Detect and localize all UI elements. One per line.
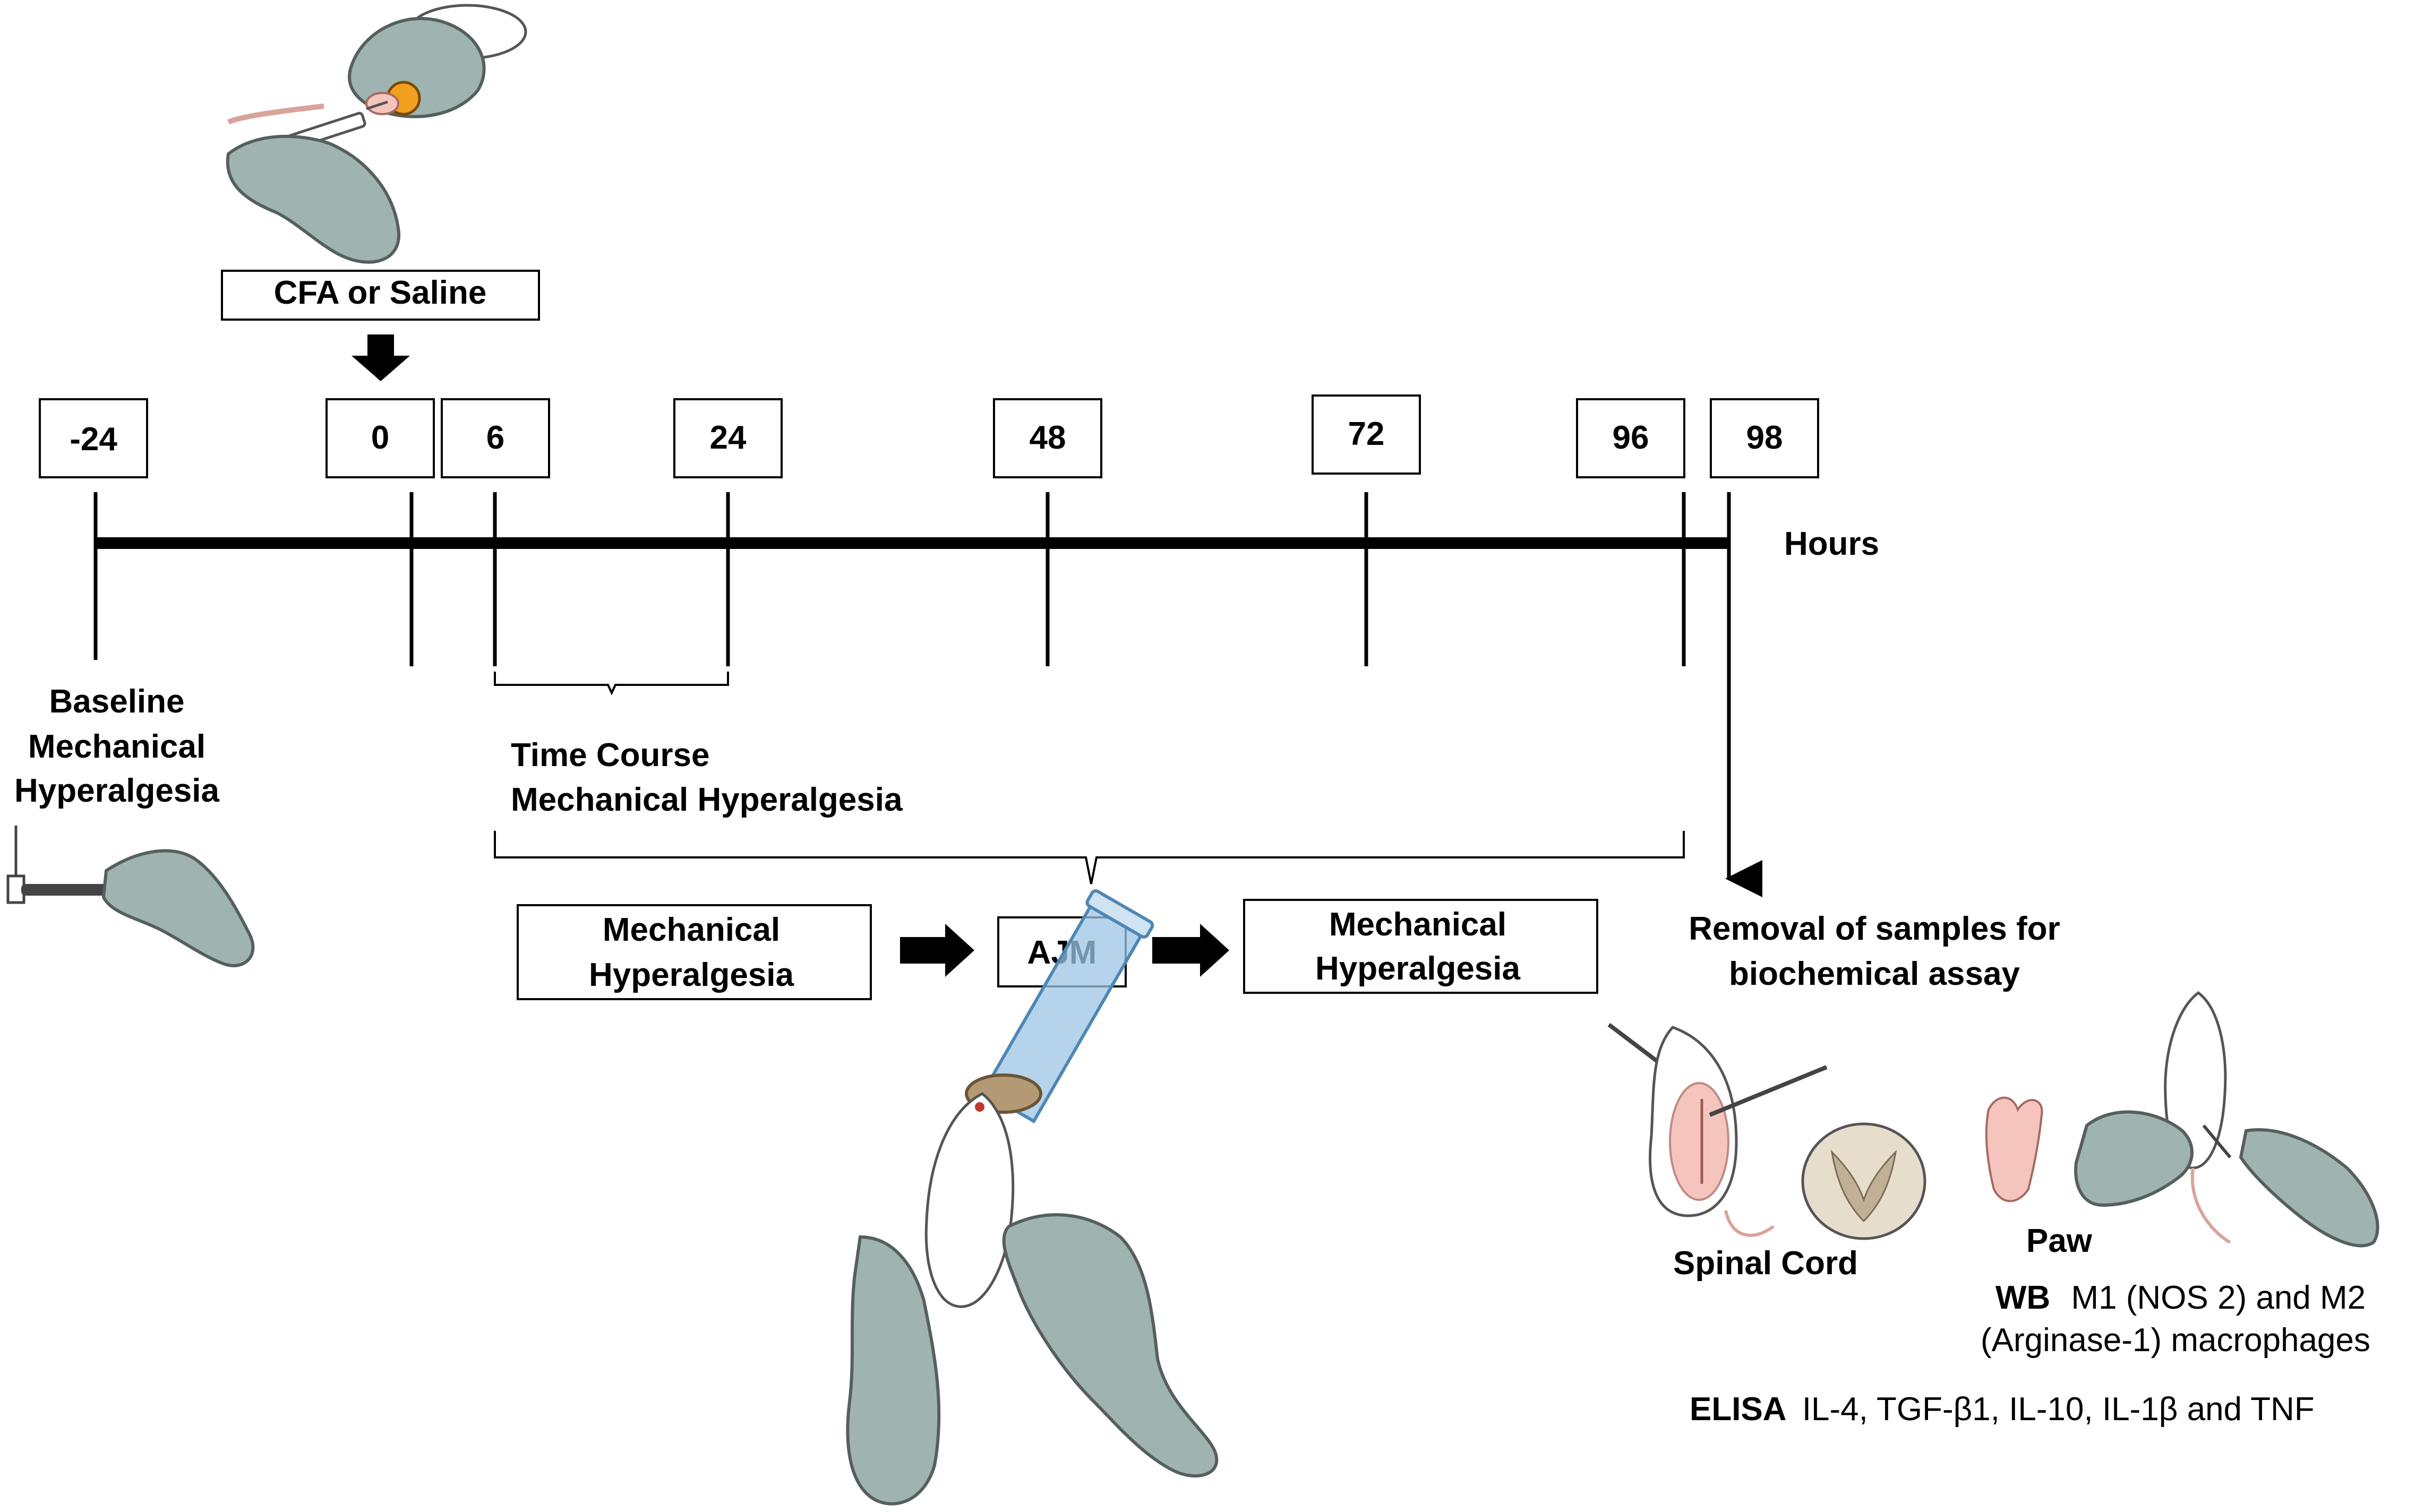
wb-label: WB bbox=[1995, 1279, 2050, 1316]
time-course-line2: Mechanical Hyperalgesia bbox=[511, 781, 903, 818]
procedure-after-line2: Hyperalgesia bbox=[1315, 950, 1521, 987]
axis-unit-label: Hours bbox=[1784, 526, 1879, 562]
timeline-axis bbox=[93, 492, 1762, 897]
procedure-row: Mechanical Hyperalgesia AJM Mechanical H… bbox=[517, 899, 1598, 1000]
baseline-line1: Baseline bbox=[49, 683, 184, 720]
time-course-line1: Time Course bbox=[511, 737, 709, 774]
assays-block: WB M1 (NOS 2) and M2 (Arginase-1) macrop… bbox=[1690, 1279, 2370, 1428]
svg-text:ELISA IL-4, TGF-β1, IL-1: ELISA IL-4, TGF-β1, IL-10, IL-1β and TNF bbox=[1690, 1391, 2315, 1428]
timepoint-label: 98 bbox=[1746, 419, 1783, 456]
injection-illustration bbox=[226, 4, 527, 264]
procedure-after-line1: Mechanical bbox=[1329, 906, 1506, 943]
arrow-right-2 bbox=[1152, 924, 1229, 977]
timepoint-label: 0 bbox=[371, 419, 389, 456]
procedure-before-line1: Mechanical bbox=[603, 912, 780, 948]
von-frey-illustration bbox=[6, 826, 255, 967]
elisa-text: IL-4, TGF-β1, IL-10, IL-1β and TNF bbox=[1802, 1391, 2315, 1428]
spinal-cord-label: Spinal Cord bbox=[1673, 1245, 1858, 1282]
baseline-block: Baseline Mechanical Hyperalgesia bbox=[14, 683, 220, 809]
timepoint-label: 48 bbox=[1030, 419, 1066, 456]
baseline-line2: Mechanical bbox=[28, 728, 205, 765]
timepoint-label: 6 bbox=[486, 419, 504, 456]
timepoint-label: 96 bbox=[1613, 419, 1649, 456]
baseline-line3: Hyperalgesia bbox=[14, 772, 220, 809]
removal-line2: biochemical assay bbox=[1729, 956, 2020, 992]
elisa-label: ELISA bbox=[1690, 1391, 1787, 1428]
arrow-right-1 bbox=[900, 924, 974, 977]
timepoint-label: -24 bbox=[70, 421, 117, 458]
treatment-arrow bbox=[352, 334, 410, 381]
timepoint-label: 72 bbox=[1348, 416, 1385, 452]
paw-dissection-illustration bbox=[1985, 991, 2379, 1248]
wb-text-line2: (Arginase-1) macrophages bbox=[1981, 1322, 2370, 1359]
svg-text:WB M1 (NOS 2) and M2: WB M1 (NOS 2) and M2 bbox=[1995, 1279, 2366, 1316]
treatment-box: CFA or Saline bbox=[221, 270, 540, 321]
timepoint-boxes: -24 0 6 24 48 72 96 98 bbox=[39, 394, 1819, 478]
timepoint-label: 24 bbox=[710, 419, 747, 456]
removal-line1: Removal of samples for bbox=[1689, 910, 2060, 947]
time-course-bracket bbox=[494, 672, 729, 695]
procedure-before-line2: Hyperalgesia bbox=[589, 957, 794, 993]
wb-text-line1: M1 (NOS 2) and M2 bbox=[2071, 1279, 2366, 1316]
treatment-label: CFA or Saline bbox=[274, 274, 487, 311]
treatment-period-bracket bbox=[494, 831, 1685, 884]
spinal-cord-dissection-illustration bbox=[1607, 1023, 1926, 1240]
ajm-illustration bbox=[846, 889, 1219, 1506]
paw-label: Paw bbox=[2026, 1223, 2093, 1259]
